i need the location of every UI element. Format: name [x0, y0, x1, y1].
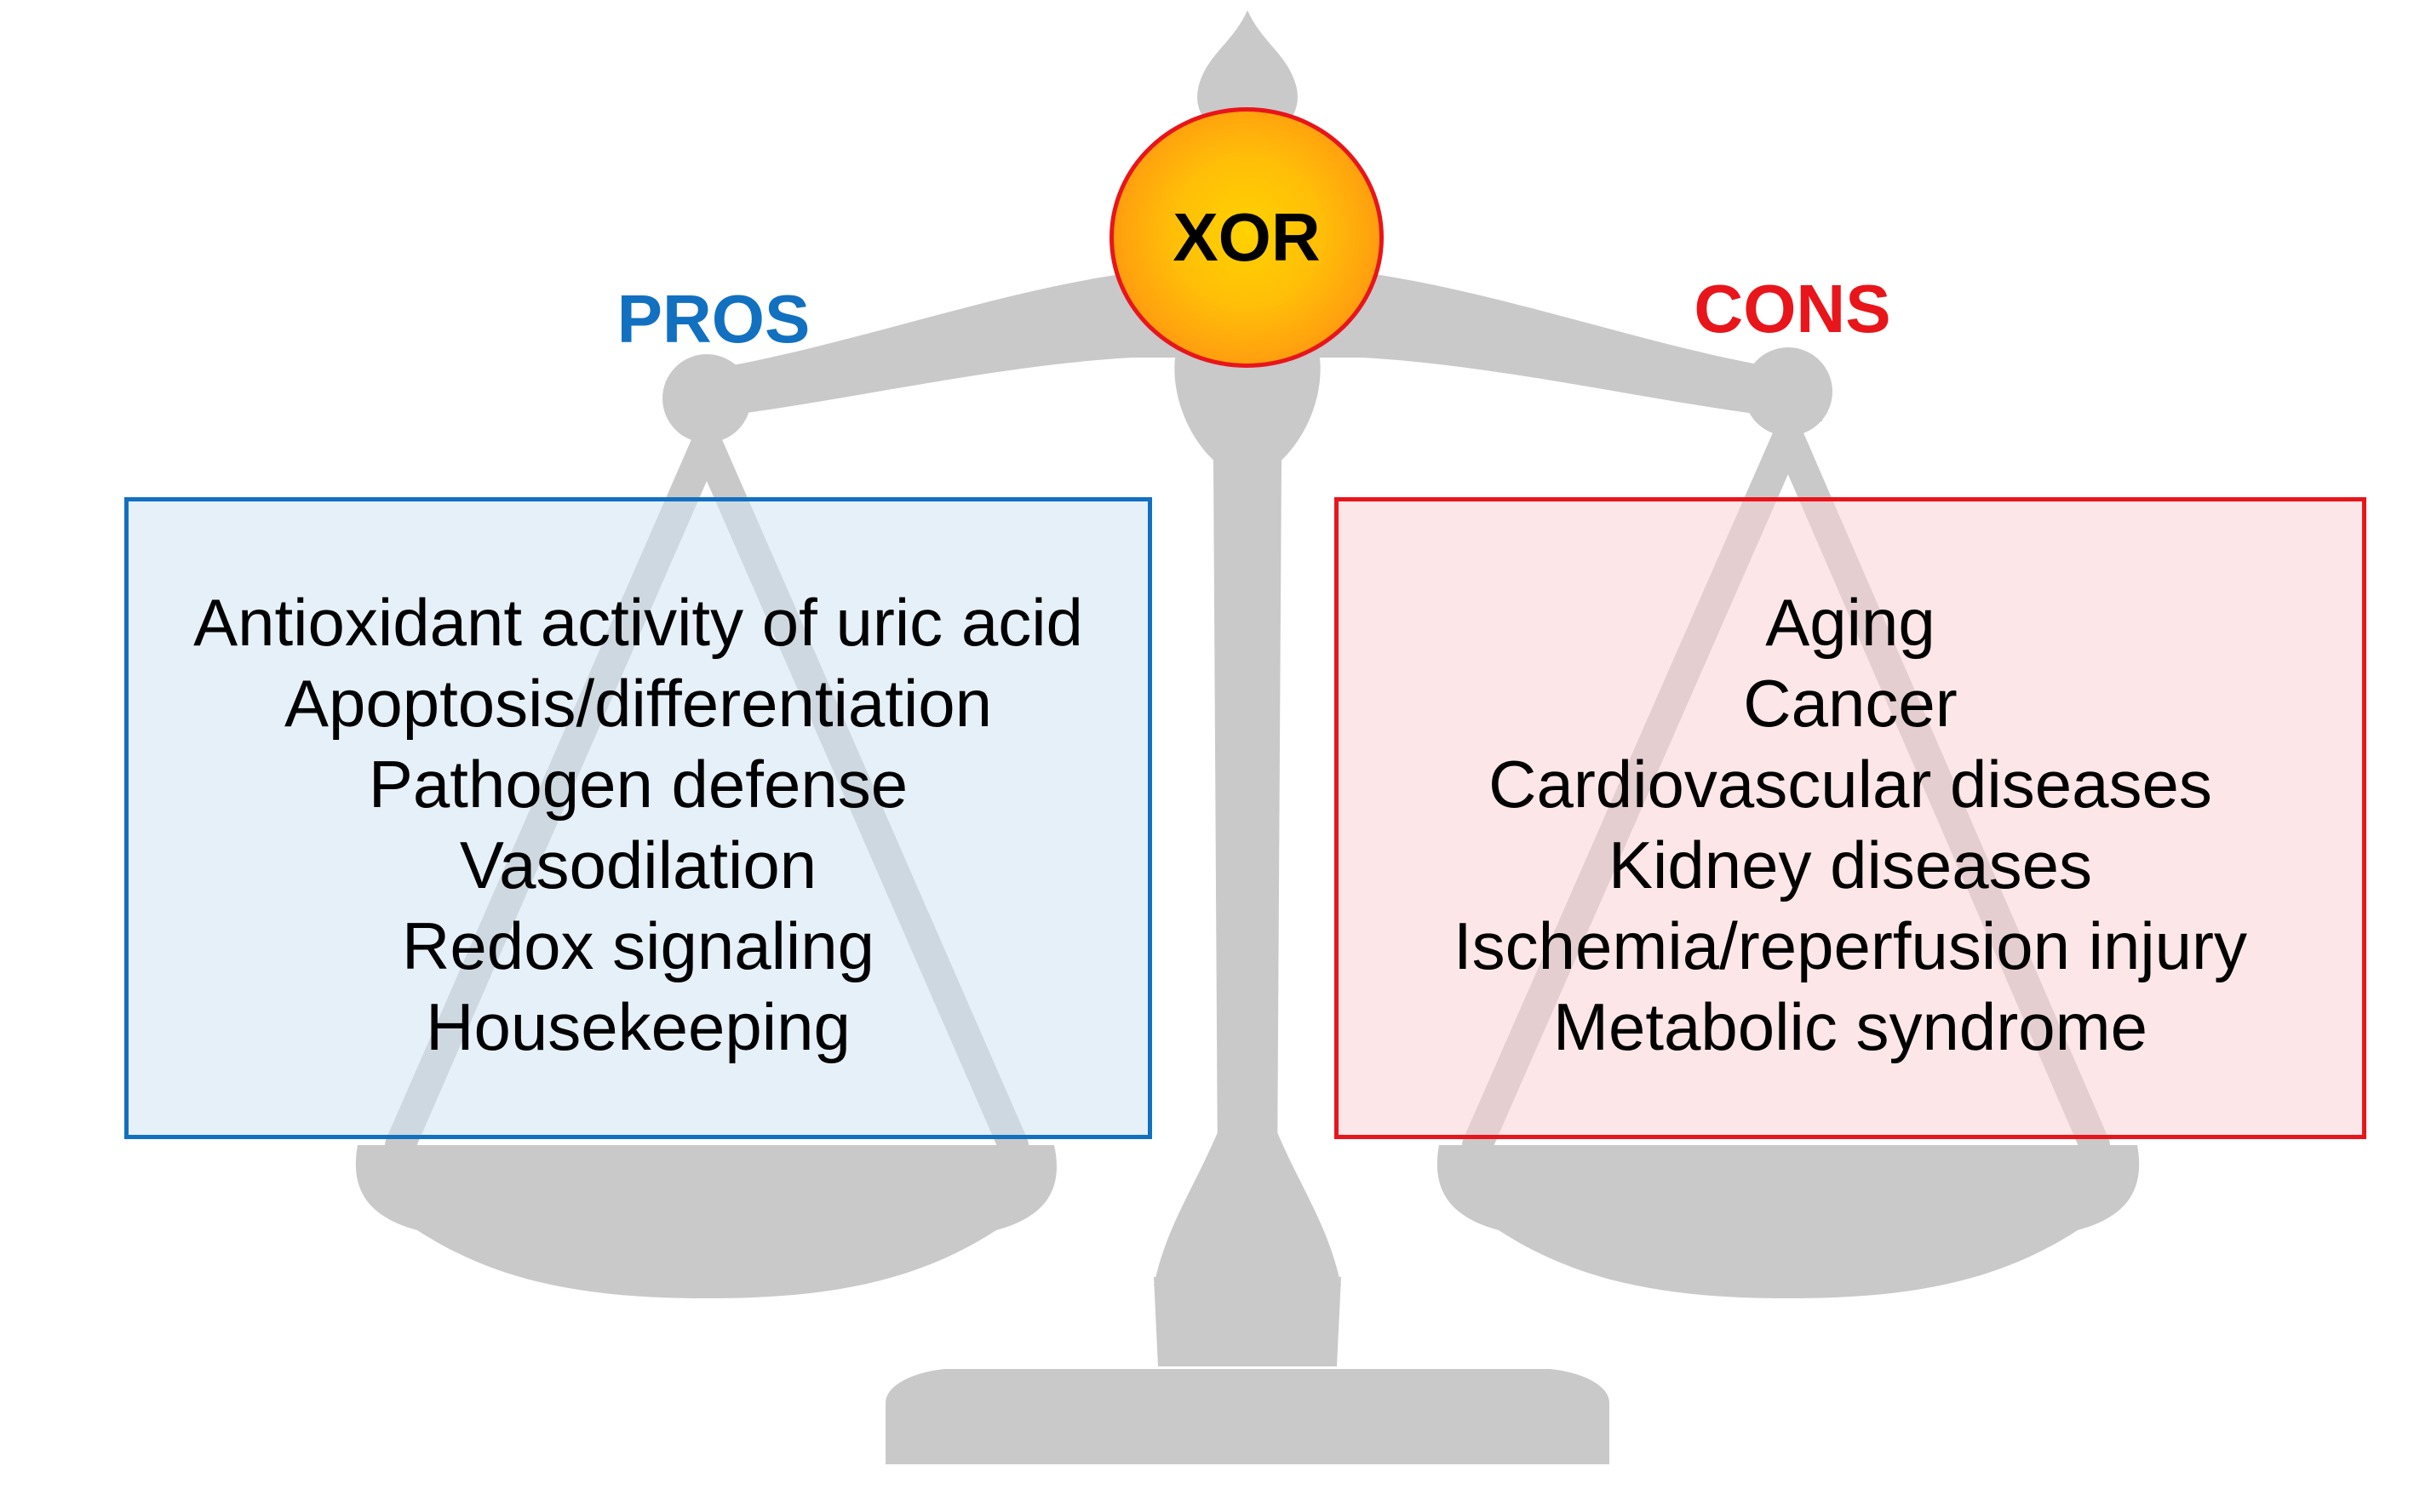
cons-item: Ischemia/reperfusion injury	[1453, 908, 2248, 983]
pros-heading: PROS	[616, 281, 811, 357]
pros-item: Pathogen defense	[368, 747, 909, 822]
xor-label: XOR	[1173, 199, 1321, 275]
cons-item: Cancer	[1743, 666, 1958, 741]
pros-item: Housekeeping	[426, 989, 851, 1064]
pros-item: Apoptosis/differentiation	[284, 666, 993, 741]
cons-item: Aging	[1765, 585, 1935, 660]
pros-item: Redox signaling	[401, 908, 875, 983]
cons-item: Kidney diseases	[1608, 828, 2092, 902]
cons-item: Cardiovascular diseases	[1488, 747, 2212, 822]
pros-panel: Antioxidant activity of uric acid Apopto…	[124, 497, 1152, 1139]
pros-item: Antioxidant activity of uric acid	[193, 585, 1083, 660]
cons-heading: CONS	[1694, 271, 1891, 346]
cons-panel: Aging Cancer Cardiovascular diseases Kid…	[1334, 497, 2366, 1139]
xor-badge: XOR	[1110, 107, 1384, 368]
pros-item: Vasodilation	[459, 828, 817, 902]
cons-item: Metabolic syndrome	[1553, 989, 2147, 1064]
